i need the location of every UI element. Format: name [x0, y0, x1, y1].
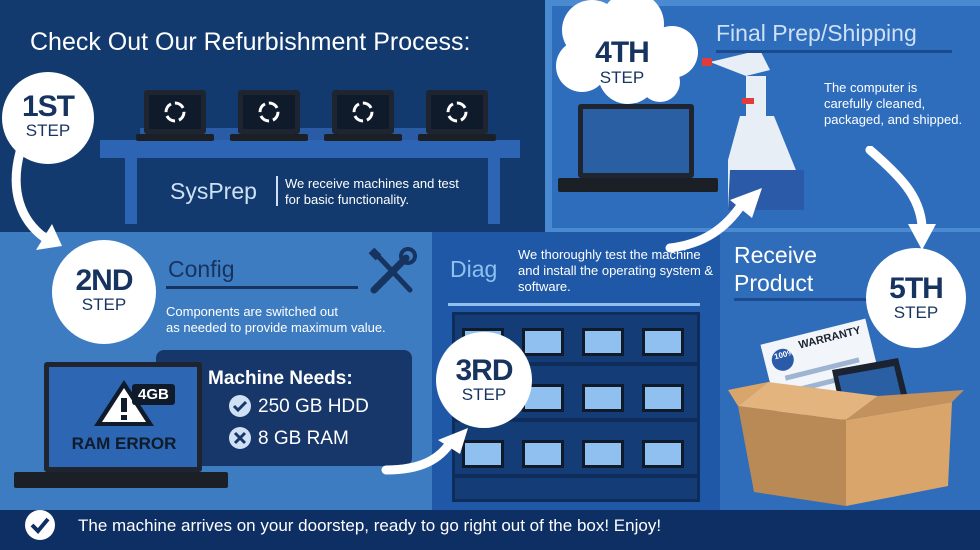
step-4-description: The computer is carefully cleaned, packa… [824, 80, 963, 127]
footer-text: The machine arrives on your doorstep, re… [78, 516, 662, 535]
machine-needs-item-1: 250 GB HDD [258, 396, 369, 417]
step-2-number: 2ND [75, 264, 133, 297]
test-rack-shelf-1 [455, 362, 697, 366]
sysprep-laptop-1-base [136, 134, 214, 141]
arrow-step2-to-step3 [381, 428, 468, 475]
rack-laptop [462, 440, 504, 468]
desk-leg-right [488, 158, 500, 224]
step-5-title-line1: Receive [734, 242, 818, 268]
sysprep-laptop-4-screen [426, 90, 488, 134]
spray-bottle-icon [702, 50, 804, 210]
step-2-description-line2: as needed to provide maximum value. [166, 320, 386, 335]
step-5-number: 5TH [889, 272, 944, 305]
step-5-word: STEP [893, 303, 939, 322]
step-3-number: 3RD [455, 354, 513, 387]
arrow-step3-to-step4 [665, 188, 762, 253]
sysprep-laptop-2-screen [238, 90, 300, 134]
refresh-icon [352, 101, 374, 123]
rack-laptop [642, 384, 684, 412]
step-3-word: STEP [461, 385, 507, 404]
ram-error-label: RAM ERROR [71, 434, 177, 453]
step-2-title: Config [168, 256, 235, 282]
sysprep-laptop-3-screen [332, 90, 394, 134]
step-3-title: Diag [450, 256, 498, 282]
step-4-number: 4TH [595, 36, 650, 69]
step-5-badge: 5TH STEP [866, 248, 966, 348]
ram-error-laptop-base [14, 472, 228, 488]
test-rack-shelf-3 [455, 474, 697, 478]
refresh-icon [164, 101, 186, 123]
step-2-title-underline [166, 286, 358, 289]
arrow-step1-to-step2 [11, 150, 62, 250]
sysprep-laptop-2-base [230, 134, 308, 141]
shipping-laptop-base [558, 178, 718, 192]
arrow-step4-to-step5 [865, 146, 936, 250]
cross-circle-icon [229, 427, 251, 449]
check-circle-icon [25, 510, 55, 540]
sysprep-laptop-4-base [418, 134, 496, 141]
panel-footer [0, 510, 980, 550]
step-1-title: SysPrep [170, 178, 257, 204]
rack-laptop [522, 440, 564, 468]
rack-laptop [642, 440, 684, 468]
rack-laptop [522, 328, 564, 356]
step-1-badge: 1ST STEP [2, 72, 94, 164]
sysprep-laptop-1-screen [144, 90, 206, 134]
step-4-title-underline [716, 50, 952, 53]
step-1-description: We receive machines and test for basic f… [285, 176, 459, 207]
refresh-icon [446, 101, 468, 123]
machine-needs-heading: Machine Needs: [208, 368, 353, 389]
desk-leg-left [125, 158, 137, 224]
shipping-box-icon [728, 318, 964, 506]
step-3-description: We thoroughly test the machine and insta… [518, 247, 714, 294]
cloud-shape [556, 0, 698, 104]
refresh-icon [258, 101, 280, 123]
test-rack-shelf-2 [455, 418, 697, 422]
page-title: Check Out Our Refurbishment Process: [30, 28, 471, 56]
step-5-title-underline [734, 298, 870, 301]
step-1-divider [276, 176, 278, 206]
rack-laptop [582, 440, 624, 468]
step-2-description-line1: Components are switched out [166, 304, 338, 319]
rack-laptop [582, 328, 624, 356]
warning-triangle-icon [94, 380, 154, 426]
step-2-badge: 2ND STEP [52, 240, 156, 344]
tools-icon [368, 247, 417, 294]
machine-needs-item-2: 8 GB RAM [258, 428, 349, 449]
step-4-word: STEP [599, 68, 645, 87]
check-circle-icon [229, 395, 251, 417]
step-3-badge: 3RD STEP [436, 332, 532, 428]
rack-laptop [582, 384, 624, 412]
step-1-number: 1ST [21, 90, 75, 123]
step-4-title: Final Prep/Shipping [716, 20, 917, 46]
rack-laptop [642, 328, 684, 356]
step-2-word: STEP [81, 295, 127, 314]
step-3-title-underline [448, 303, 700, 306]
shipping-laptop-screen [578, 104, 694, 178]
desk-top [100, 140, 520, 158]
step-1-word: STEP [25, 121, 71, 140]
ram-error-badge: 4GB [132, 384, 175, 405]
step-5-title-line2: Product [734, 270, 814, 296]
sysprep-laptop-3-base [324, 134, 402, 141]
